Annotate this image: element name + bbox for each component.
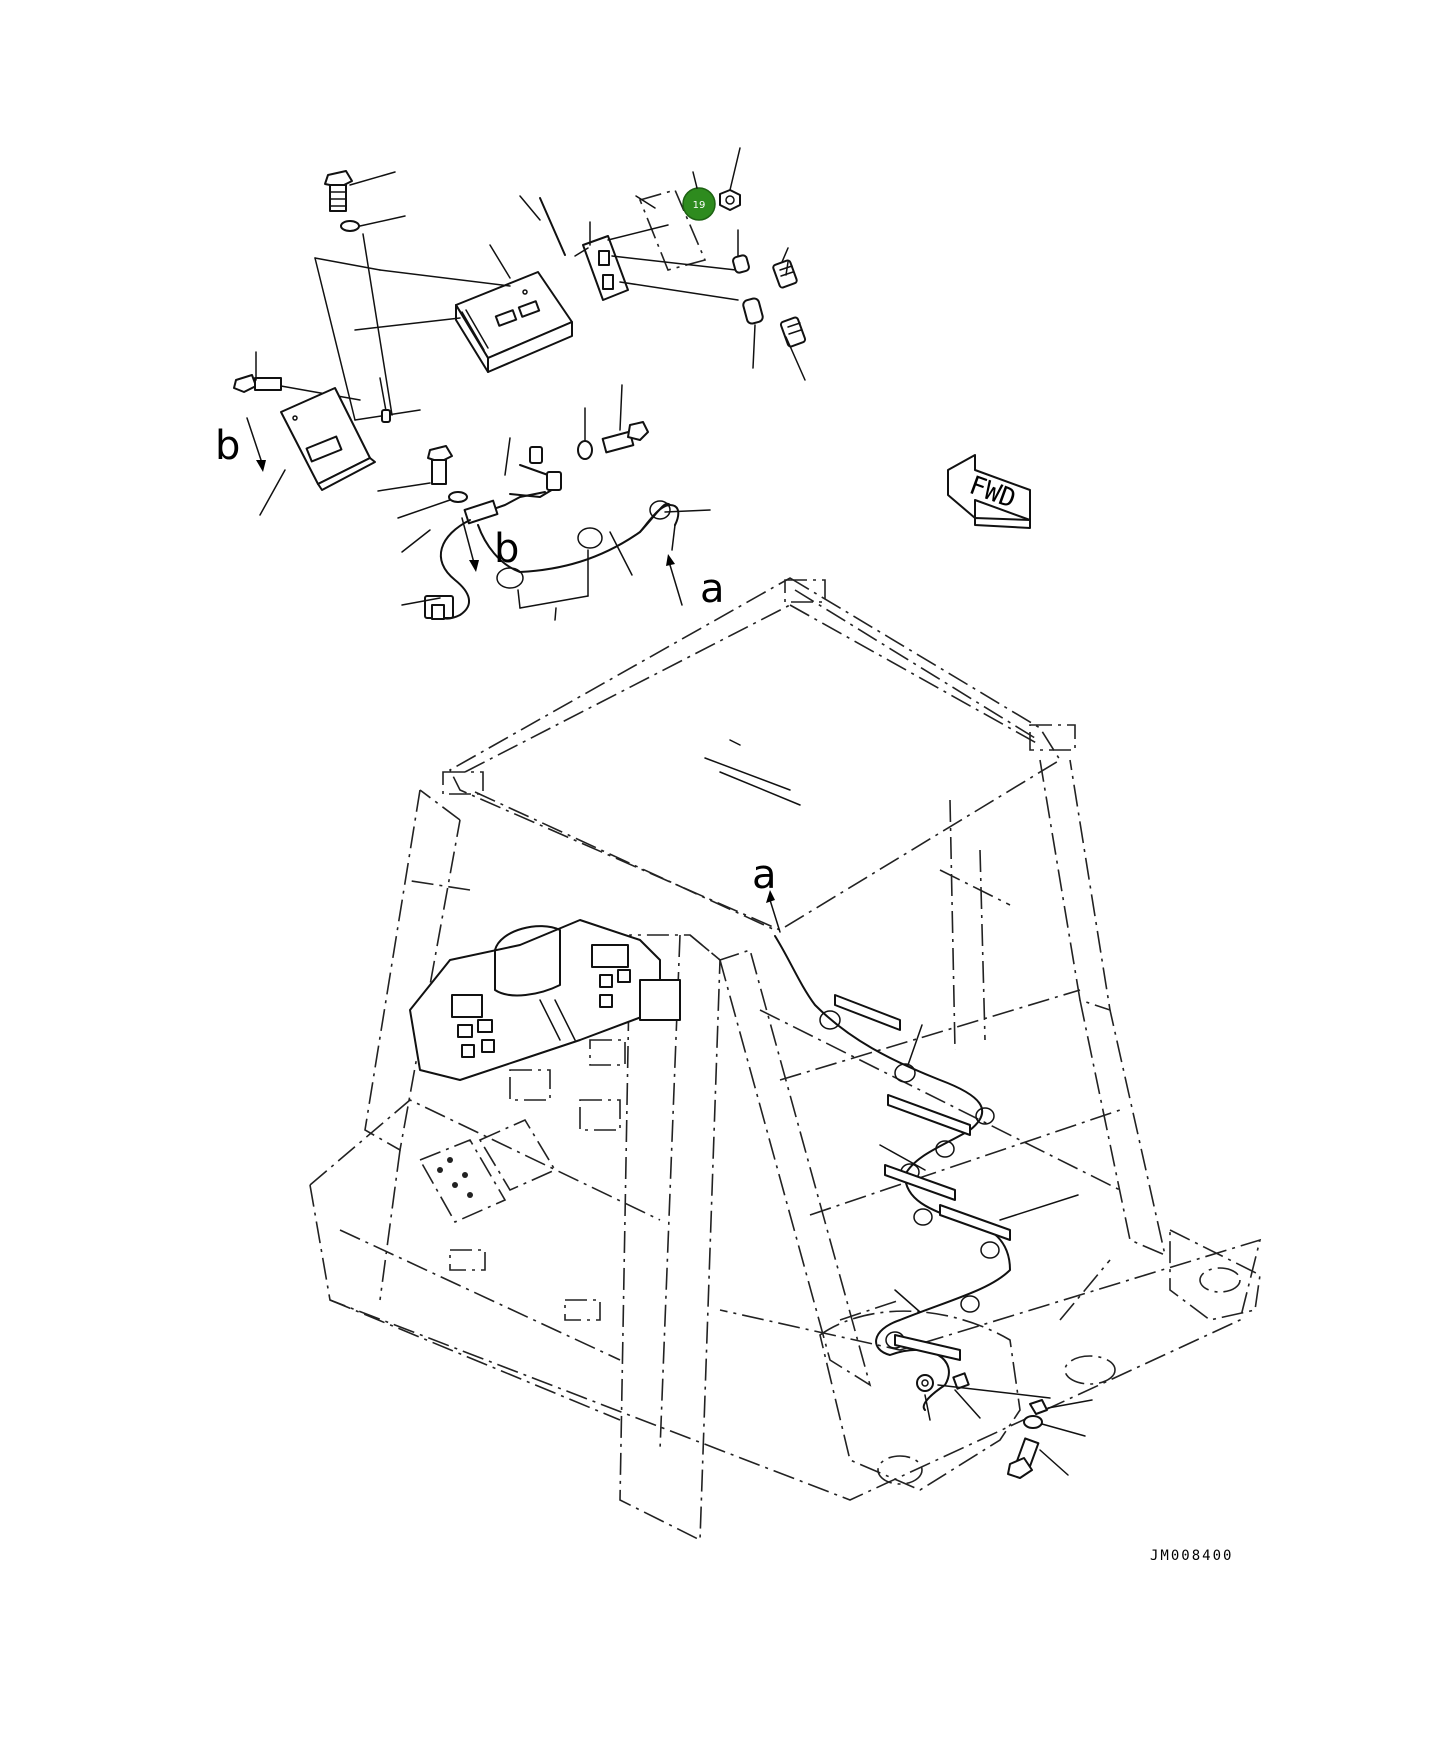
callout-badge[interactable]: 19 bbox=[682, 187, 716, 221]
cab-frame-icon bbox=[309, 577, 1262, 1542]
drawing-code: JM008400 bbox=[1150, 1548, 1233, 1564]
view-label-a: a bbox=[700, 566, 725, 612]
bolt-icon bbox=[324, 170, 353, 212]
view-label-b: b bbox=[215, 423, 240, 469]
wire-harness-icon bbox=[424, 446, 680, 620]
mount-bracket-icon bbox=[280, 387, 376, 491]
washer-icon bbox=[340, 220, 360, 232]
washer-icon bbox=[577, 440, 593, 460]
connector-icon bbox=[772, 259, 798, 289]
forward-arrow-icon: FWD bbox=[947, 454, 1031, 529]
bolt-icon bbox=[233, 374, 282, 393]
rear-harness-icon bbox=[774, 935, 1011, 1411]
washer-icon bbox=[1029, 1399, 1048, 1415]
washer-icon bbox=[381, 409, 391, 423]
washer-icon bbox=[448, 491, 468, 503]
bolt-icon bbox=[427, 445, 453, 485]
view-label-b-lower: b bbox=[494, 526, 519, 572]
exploded-parts-group: 19 bbox=[215, 147, 807, 621]
view-label-a-lower: a bbox=[752, 852, 777, 898]
dashboard-icon bbox=[409, 919, 681, 1081]
connector-icon bbox=[779, 316, 807, 348]
bracket-icon bbox=[574, 189, 707, 301]
nut-icon bbox=[719, 189, 741, 211]
grommet-icon bbox=[732, 254, 764, 325]
callout-number: 19 bbox=[693, 200, 706, 211]
bolt-icon bbox=[601, 421, 649, 454]
controller-unit-icon bbox=[455, 271, 573, 373]
washer-icon bbox=[1023, 1415, 1043, 1429]
bolt-icon bbox=[1007, 1437, 1040, 1479]
